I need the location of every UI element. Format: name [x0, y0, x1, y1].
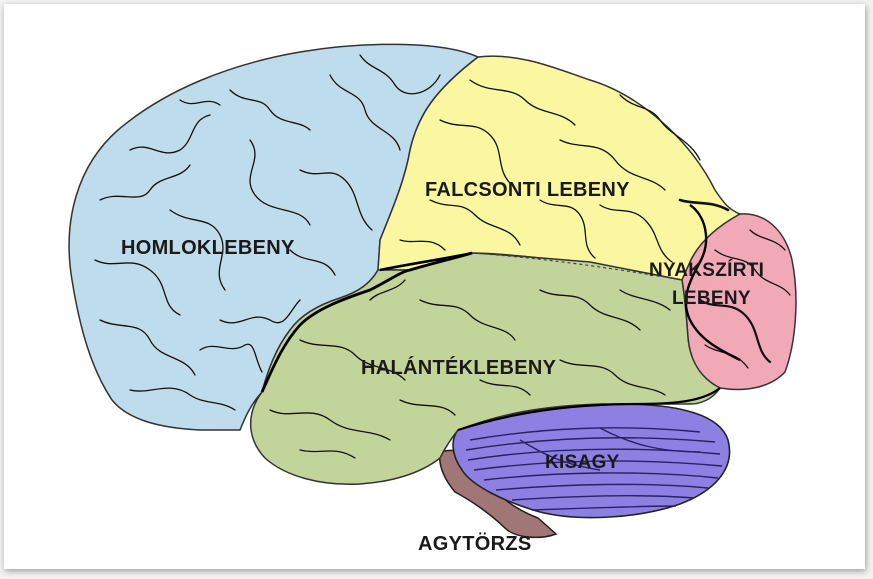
occipital-lobe-label-line2: LEBENY	[672, 288, 751, 309]
temporal-lobe-label: HALÁNTÉKLEBENY	[361, 356, 557, 379]
brainstem-label: AGYTÖRZS	[418, 532, 532, 555]
occipital-lobe-label-line1: NYAKSZÍRTI	[649, 259, 764, 281]
frontal-lobe-label: HOMLOKLEBENY	[121, 237, 295, 259]
cerebellum-label: KISAGY	[545, 452, 620, 473]
parietal-lobe-label: FALCSONTI LEBENY	[425, 179, 630, 201]
